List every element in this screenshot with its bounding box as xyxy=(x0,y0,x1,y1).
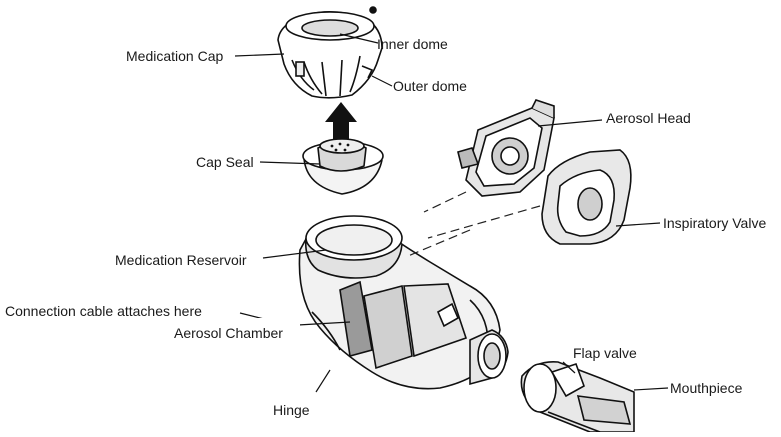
outer-dome-label: Outer dome xyxy=(393,78,467,94)
mouthpiece-part xyxy=(520,360,635,433)
medication-reservoir-label: Medication Reservoir xyxy=(115,252,247,268)
up-arrow-icon xyxy=(325,102,357,145)
assembly-guide-lines xyxy=(407,191,541,257)
outlet-tube xyxy=(469,329,509,386)
medication-cap-part xyxy=(277,6,383,99)
flap-valve-label: Flap valve xyxy=(573,345,637,361)
medication-cap-label: Medication Cap xyxy=(126,48,224,64)
label-occluder xyxy=(150,318,300,328)
inspiratory-valve-label: Inspiratory Valve xyxy=(663,215,767,231)
aerosol-chamber-label: Aerosol Chamber xyxy=(174,325,283,341)
inspiratory-valve-part xyxy=(541,149,632,245)
leader-lines xyxy=(234,33,669,393)
cap-seal-label: Cap Seal xyxy=(196,154,254,170)
hinge-label: Hinge xyxy=(273,402,310,418)
aerosol-head-part xyxy=(457,99,555,197)
aerosol-head-label: Aerosol Head xyxy=(606,110,691,126)
mouthpiece-label: Mouthpiece xyxy=(670,380,743,396)
medication-reservoir-part xyxy=(304,215,403,279)
inner-dome-label: Inner dome xyxy=(377,36,448,52)
connection-cable-label: Connection cable attaches here xyxy=(5,303,202,319)
cap-seal-part xyxy=(302,138,384,195)
